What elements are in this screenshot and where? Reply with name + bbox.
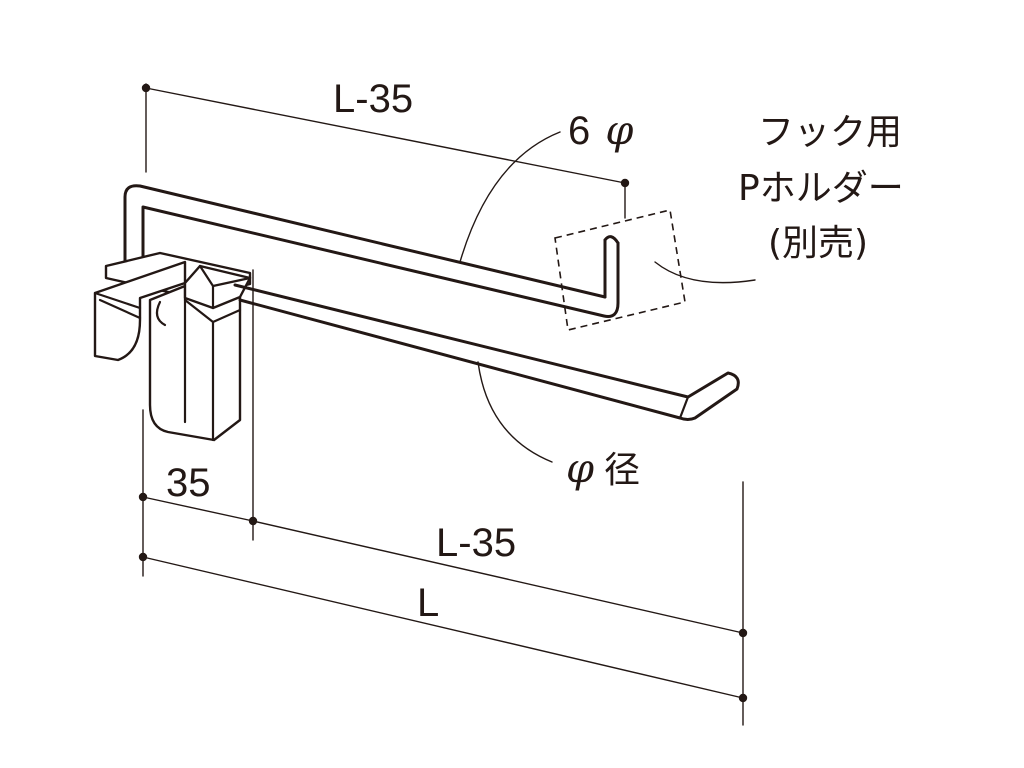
total-dimension-label: L (417, 581, 439, 625)
top-dimension-label: L-35 (333, 77, 413, 121)
upper-wire (123, 184, 620, 318)
leader-phi-diameter (477, 361, 553, 463)
leader-p-holder (654, 261, 756, 284)
accessory-label-line3: (別売) (768, 223, 868, 264)
accessory-label-line2: Pホルダー (738, 168, 904, 209)
callout-6phi-symbol: φ (605, 108, 633, 154)
dimension-line-bottom (252, 520, 748, 638)
callout-diameter-text: 径 (604, 450, 640, 491)
bottom-dimension-label: L-35 (436, 521, 516, 565)
dimension-line-top (141, 83, 630, 188)
main-wire (233, 283, 740, 421)
dimension-line-total (138, 552, 748, 703)
bracket-dimension-label: 35 (166, 461, 211, 505)
dimension-line-35 (138, 492, 258, 526)
accessory-label-line1: フック用 (758, 112, 902, 153)
callout-6phi: 6 φ (568, 108, 633, 154)
callout-phi-symbol: φ (566, 446, 594, 492)
callout-6phi-value: 6 (568, 109, 590, 153)
bracket (93, 251, 252, 442)
p-holder-outline (554, 209, 686, 331)
leader-6phi (459, 131, 561, 263)
callout-phi-diameter: φ 径 (566, 446, 640, 492)
